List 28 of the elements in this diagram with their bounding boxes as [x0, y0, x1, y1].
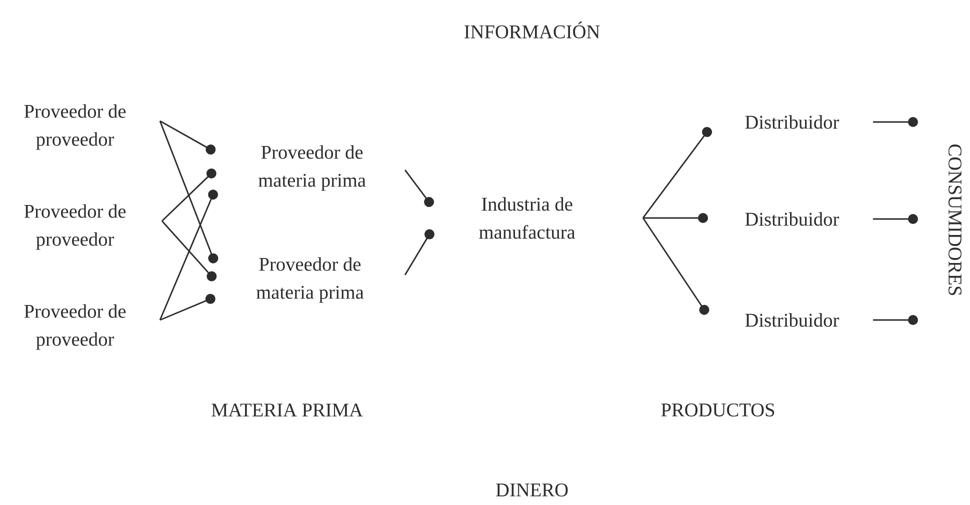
supplier-text: Proveedor de materia prima	[258, 145, 366, 191]
supplier-text: Proveedor de proveedor	[24, 104, 126, 150]
connector-line	[642, 218, 710, 315]
distributor-text: Distribuidor	[745, 212, 840, 226]
flow-label: PRODUCTOS	[661, 404, 774, 416]
distributor-text: Distribuidor	[745, 115, 840, 129]
flow-label: INFORMACIÓN	[464, 22, 600, 38]
connector-line	[162, 168, 216, 222]
flow-label: MATERIA PRIMA	[212, 404, 363, 416]
supplier-text: Proveedor de materia prima	[256, 257, 364, 303]
flow-label: DINERO	[496, 484, 568, 496]
connector-line	[873, 214, 918, 224]
connector-line	[161, 220, 217, 282]
consumers-text: CONSUMIDORES	[948, 144, 962, 296]
connector-line	[404, 229, 434, 276]
connector-line	[160, 120, 216, 155]
connector-line	[643, 213, 708, 223]
distributor-text: Distribuidor	[745, 313, 840, 327]
connector-line	[873, 315, 918, 325]
connector-line	[159, 190, 218, 320]
supplier-text: Proveedor de proveedor	[24, 204, 126, 250]
connector-line	[404, 170, 434, 207]
connector-line	[159, 120, 218, 264]
connector-line	[873, 117, 918, 127]
connector-line	[642, 127, 712, 218]
connector-line	[160, 294, 216, 321]
supplier-text: Proveedor de proveedor	[24, 304, 126, 350]
manufacturer-text: Industria de manufactura	[479, 197, 576, 239]
